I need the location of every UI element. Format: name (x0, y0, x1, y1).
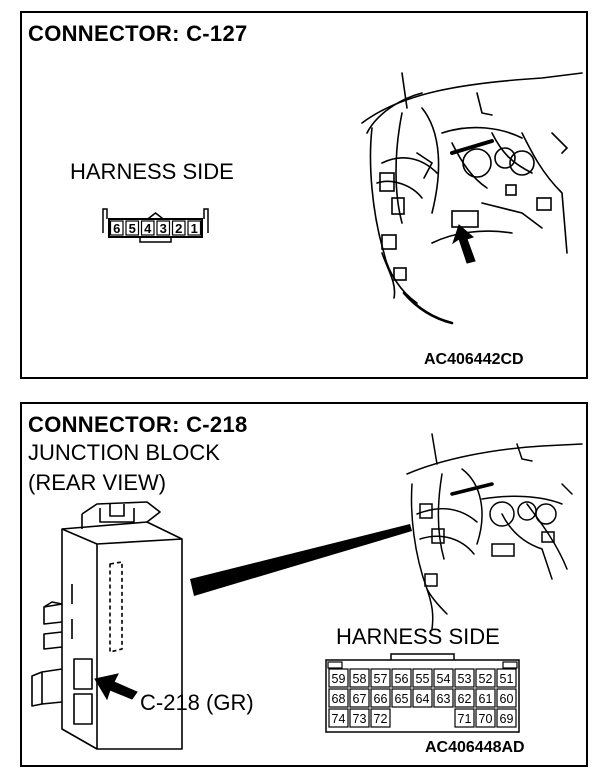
c218-pin-number: 52 (479, 672, 493, 686)
c218-pin-number: 58 (353, 672, 367, 686)
c218-pin-grid: 59 58 57 56 55 54 53 52 51 68 67 66 65 64 63 62 61 60 74 73… (325, 653, 520, 733)
rear-view-label: (REAR VIEW) (28, 470, 167, 495)
c218-pin-number: 63 (437, 692, 451, 706)
c127-pin-cell (171, 220, 186, 236)
c127-pin-number: 6 (113, 221, 120, 236)
c218-pin-number: 66 (374, 692, 388, 706)
c218-pin-cell (370, 708, 391, 728)
c218-pin-number: 55 (416, 672, 430, 686)
c127-right-latch (203, 208, 209, 233)
c218-figure-code: AC406448AD (425, 739, 525, 756)
c127-figure-code: AC406442CD (424, 351, 524, 368)
c218-pin-number: 64 (416, 692, 430, 706)
c218-pin-cell (454, 668, 475, 688)
c218-pin-cell (433, 668, 454, 688)
connector-c127-title: CONNECTOR: C-127 (28, 21, 248, 46)
c127-pin-number: 2 (175, 221, 182, 236)
c218-pin-number: 67 (353, 692, 367, 706)
junction-block-illustration (31, 433, 583, 750)
c218-pin-cell (454, 708, 475, 728)
c218-pin-cell (328, 708, 349, 728)
c218-housing (325, 659, 520, 733)
c218-pin-cell (370, 688, 391, 708)
c218-pin-number: 71 (458, 712, 472, 726)
c218-connector-face: 59 58 57 56 55 54 53 52 51 68 67 66 65 64 63 62 61 60 74 73… (325, 653, 520, 733)
c218-pin-cell (349, 668, 370, 688)
c127-pin-number: 3 (160, 221, 167, 236)
connector-c218-title: CONNECTOR: C-218 (28, 412, 248, 437)
c218-pin-number: 68 (332, 692, 346, 706)
c218-pin-number: 59 (332, 672, 346, 686)
c218-left-latch (327, 661, 343, 669)
location-pointer-wedge (190, 524, 412, 596)
c218-pin-number: 57 (374, 672, 388, 686)
c218-pin-cell (475, 688, 496, 708)
c218-pin-cell (433, 688, 454, 708)
c218-pin-number: 72 (374, 712, 388, 726)
c127-left-latch (102, 208, 108, 233)
c127-pin-number: 1 (191, 221, 198, 236)
c218-pin-cell (475, 668, 496, 688)
c127-bottom-lock (139, 237, 172, 243)
c218-pin-cell (391, 668, 412, 688)
c127-pin-cell (187, 220, 202, 236)
c127-harness-side-label: HARNESS SIDE (70, 159, 234, 184)
c218-pin-cell (328, 668, 349, 688)
c218-pin-cell (391, 688, 412, 708)
c127-locator-arrow (452, 224, 476, 264)
c218-locator-arrow (94, 673, 138, 701)
c218-pin-number: 74 (332, 712, 346, 726)
c127-pin-cell (125, 220, 140, 236)
c218-pin-cell (412, 668, 433, 688)
c218-pin-cell (349, 708, 370, 728)
c218-callout-label: C-218 (GR) (140, 690, 254, 715)
c127-pin-number: 4 (144, 221, 152, 236)
c218-right-latch (502, 661, 518, 669)
c218-pin-number: 73 (353, 712, 367, 726)
c127-pin-number: 5 (129, 221, 136, 236)
c218-pin-number: 62 (458, 692, 472, 706)
connector-c218-panel: CONNECTOR: C-218 JUNCTION BLOCK (REAR VI… (20, 402, 588, 767)
c218-pin-cell (496, 708, 517, 728)
c218-pin-cell (412, 688, 433, 708)
c218-key-tab (390, 653, 455, 660)
c218-pin-cell (328, 688, 349, 708)
c218-pin-cell (454, 688, 475, 708)
c127-dashboard-illustration (361, 72, 583, 325)
c218-pin-number: 61 (479, 692, 493, 706)
c218-pin-number: 70 (479, 712, 493, 726)
c218-pin-cell (370, 668, 391, 688)
c127-pin-cell (156, 220, 171, 236)
c218-pin-cell (349, 688, 370, 708)
c218-pin-number: 69 (500, 712, 514, 726)
c218-pin-cell (475, 708, 496, 728)
c218-pin-number: 56 (395, 672, 409, 686)
c218-pin-number: 60 (500, 692, 514, 706)
c218-pin-cell (496, 668, 517, 688)
c218-pin-number: 54 (437, 672, 451, 686)
c127-key-notch (145, 212, 166, 220)
c218-harness-side-label: HARNESS SIDE (336, 624, 500, 649)
c127-pin-cell (109, 220, 124, 236)
c218-pin-cell (496, 688, 517, 708)
c218-pin-number: 53 (458, 672, 472, 686)
c127-pin-cell (140, 220, 155, 236)
c218-pin-number: 65 (395, 692, 409, 706)
junction-block-label: JUNCTION BLOCK (28, 440, 220, 465)
c218-pin-number: 51 (500, 672, 514, 686)
